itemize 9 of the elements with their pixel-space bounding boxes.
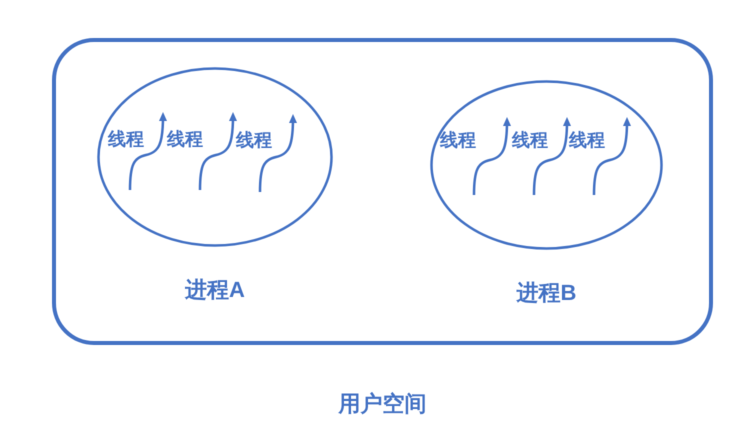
node-title: 进程A [185, 279, 245, 301]
node-title: 用户空间 [338, 393, 426, 415]
thread-label: 线程 [108, 130, 144, 148]
thread-label: 线程 [512, 131, 548, 149]
thread-label: 线程 [167, 130, 203, 148]
thread-label: 线程 [569, 131, 605, 149]
thread-label: 线程 [440, 131, 476, 149]
thread-label: 线程 [236, 131, 272, 149]
node-title: 进程B [516, 282, 576, 304]
